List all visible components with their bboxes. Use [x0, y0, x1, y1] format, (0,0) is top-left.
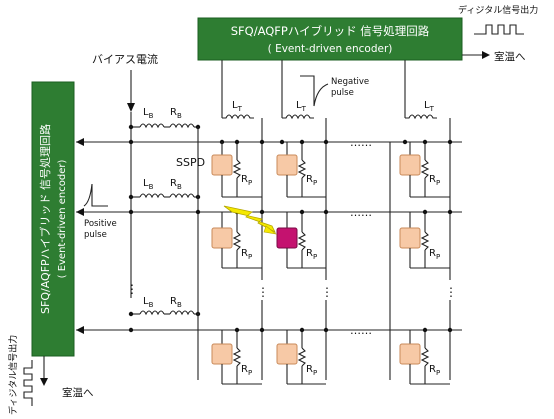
rb-label-row3: RB — [170, 296, 182, 309]
left-digital-output-label: ディジタル信号出力 — [7, 335, 19, 415]
row2-bias-network — [128, 193, 201, 200]
positive-pulse-label-line1: Positive — [84, 219, 117, 229]
photon-bolt-icon — [223, 205, 276, 233]
lt-label-1: LT — [232, 100, 243, 113]
left-output-arrow — [40, 378, 48, 386]
top-encoder-box — [197, 17, 463, 61]
lb-label-row1: LB — [143, 107, 154, 120]
rb-label-row2: RB — [170, 178, 182, 191]
bias-arrow-head — [127, 103, 135, 112]
top-digital-waveform — [474, 24, 524, 35]
left-encoder-subtitle: ( Event-driven encoder) — [57, 160, 68, 279]
row-arrow-1 — [76, 138, 84, 146]
row1-bias-network — [128, 123, 201, 130]
pixel-cell-r1c1 — [211, 139, 262, 198]
negative-pulse-label-line2: pulse — [331, 88, 354, 98]
sspd-detector — [276, 343, 298, 365]
left-encoder-title: SFQ/AQFPハイブリッド 信号処理回路 — [38, 124, 52, 314]
row-arrow-3 — [76, 326, 84, 334]
bias-vdots: ⋮ — [126, 282, 138, 296]
left-to-room-temp-label: 室温へ — [62, 386, 94, 399]
left-encoder-block: SFQ/AQFPハイブリッド 信号処理回路 ( Event-driven enc… — [31, 81, 75, 357]
top-digital-output-label: ディジタル信号出力 — [458, 4, 538, 16]
row-hdots-3: …… — [350, 324, 372, 337]
rp-label-r2c1: RP — [241, 248, 252, 261]
bias-current-label: バイアス電流 — [92, 52, 158, 66]
lt-label-2: LT — [296, 100, 307, 113]
left-encoder-box — [31, 81, 75, 357]
row-hdots-2: …… — [350, 206, 372, 219]
rp-label-r2c2: RP — [306, 248, 317, 261]
positive-pulse-waveform — [83, 183, 108, 207]
sspd-detector — [276, 154, 298, 176]
lt-label-3: LT — [424, 100, 435, 113]
rp-label-r3c3: RP — [429, 364, 440, 377]
positive-pulse-label-line2: pulse — [84, 230, 107, 240]
col-vdots-3: ⋮ — [445, 285, 457, 299]
col-vdots-1: ⋮ — [257, 285, 269, 299]
row3-bias-network — [128, 310, 201, 317]
column-lines — [197, 118, 451, 380]
rp-label-r1c3: RP — [429, 174, 440, 187]
pixel-cell-r3c1 — [211, 327, 262, 385]
sspd-detector — [399, 343, 421, 365]
sspd-detector — [211, 343, 233, 365]
sspd-detector — [211, 227, 233, 249]
rp-label-r1c2: RP — [306, 174, 317, 187]
rp-label-r3c1: RP — [241, 364, 252, 377]
sspd-detector — [211, 154, 233, 176]
left-digital-waveform — [23, 360, 33, 406]
rp-label-r1c1: RP — [241, 174, 252, 187]
lb-label-row2: LB — [143, 178, 154, 191]
top-encoder-title: SFQ/AQFPハイブリッド 信号処理回路 — [231, 24, 430, 38]
negative-pulse-waveform — [300, 75, 329, 107]
pixel-cell-r1c3 — [399, 139, 450, 198]
pixel-cell-r3c3 — [399, 327, 450, 385]
col-vdots-2: ⋮ — [321, 285, 333, 299]
sspd-detector — [399, 227, 421, 249]
sspd-detector-hit — [276, 227, 298, 249]
lb-label-row3: LB — [143, 296, 154, 309]
pixel-cell-r2c2-detecting — [276, 209, 326, 269]
pixel-cell-r3c2 — [276, 327, 326, 385]
lt-inductors — [222, 114, 437, 120]
top-encoder-subtitle: ( Event-driven encoder) — [268, 43, 393, 55]
top-encoder-block: SFQ/AQFPハイブリッド 信号処理回路 ( Event-driven enc… — [197, 17, 463, 61]
row-hdots-1: …… — [350, 136, 372, 149]
sspd-detector — [399, 154, 421, 176]
row-arrow-2 — [76, 208, 84, 216]
junction-dots — [195, 139, 453, 333]
rb-label-row1: RB — [170, 107, 182, 120]
rp-label-r3c2: RP — [306, 364, 317, 377]
negative-pulse-label-line1: Negative — [331, 77, 369, 87]
rp-label-r2c3: RP — [429, 248, 440, 261]
sspd-label: SSPD — [176, 156, 205, 169]
top-output-arrow — [482, 51, 490, 59]
pixel-cell-r2c3 — [399, 209, 450, 269]
top-to-room-temp-label: 室温へ — [494, 50, 526, 63]
pixel-cell-r1c2 — [276, 139, 326, 198]
